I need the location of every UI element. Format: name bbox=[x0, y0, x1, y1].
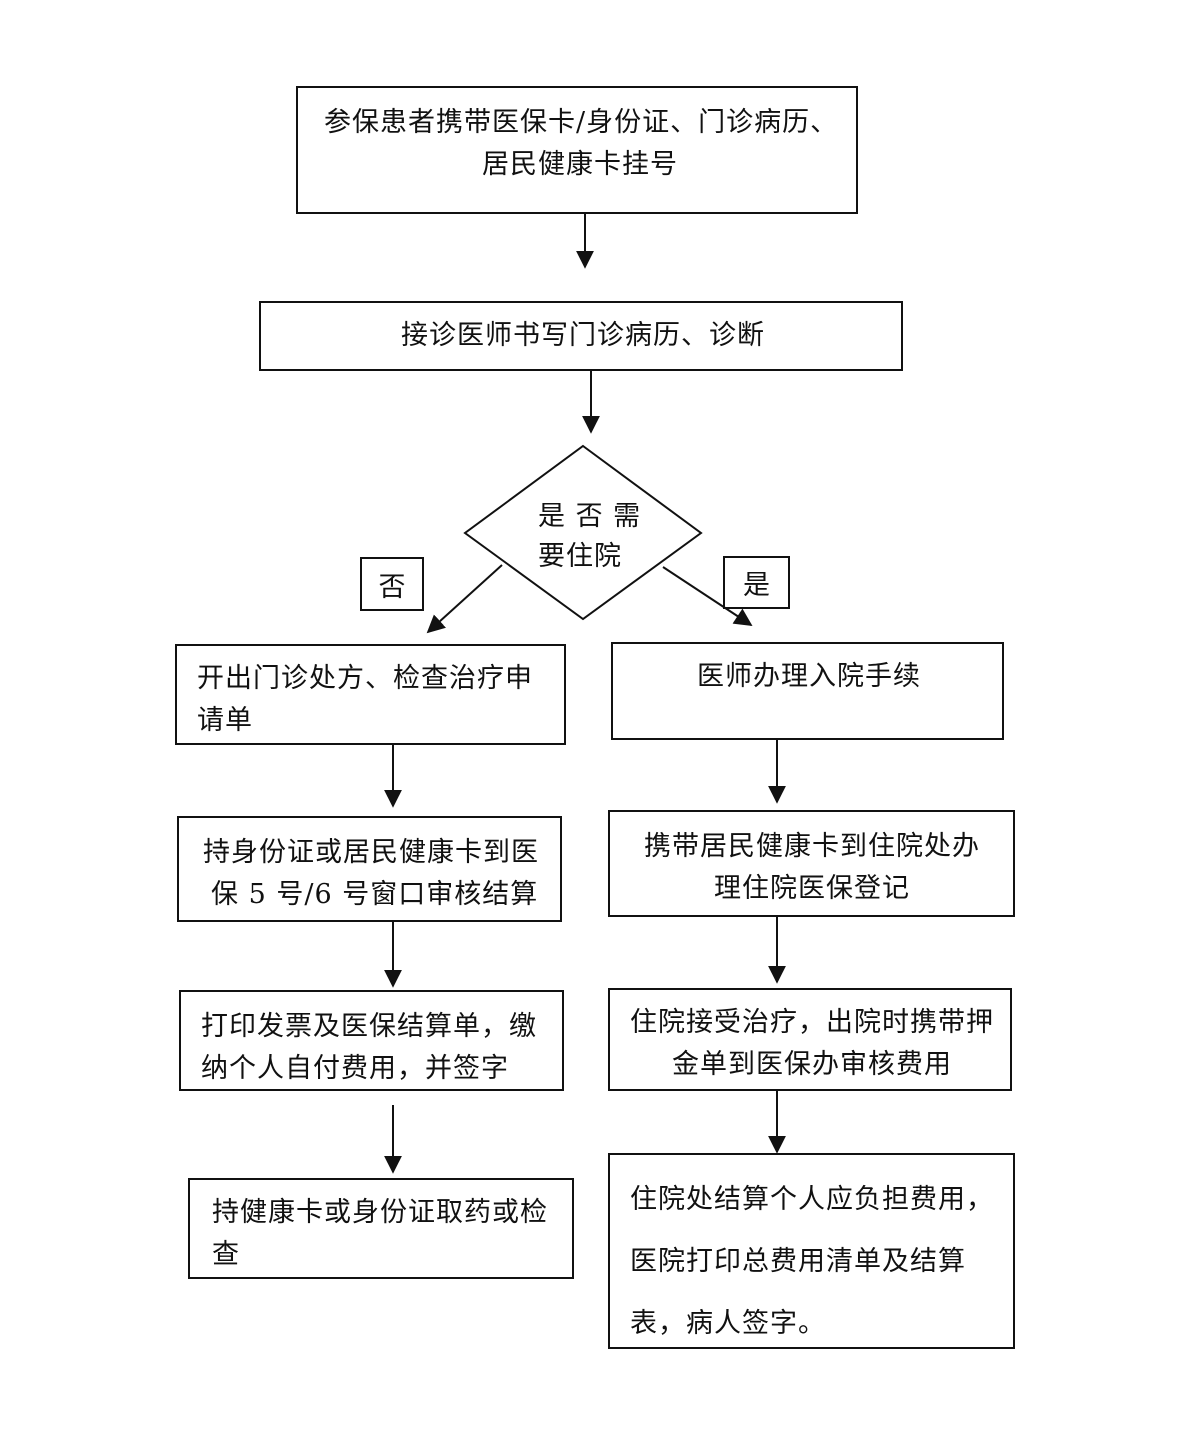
right-final-settlement-line-2: 医院打印总费用清单及结算 bbox=[630, 1246, 966, 1277]
right-insurance-register-line-1: 携带居民健康卡到住院处办 bbox=[644, 831, 980, 862]
right-insurance-register: 携带居民健康卡到住院处办 理住院医保登记 bbox=[608, 810, 1015, 917]
right-admission-line-1: 医师办理入院手续 bbox=[697, 661, 921, 692]
right-final-settlement-line-3: 表，病人签字。 bbox=[630, 1308, 826, 1339]
arrow-decision-no bbox=[426, 564, 503, 634]
left-get-medicine: 持健康卡或身份证取药或检 查 bbox=[188, 1178, 574, 1279]
right-final-settlement: 住院处结算个人应负担费用， 医院打印总费用清单及结算 表，病人签字。 bbox=[608, 1153, 1015, 1349]
right-final-settlement-line-1: 住院处结算个人应负担费用， bbox=[630, 1184, 994, 1215]
decision-diamond bbox=[463, 444, 703, 621]
left-audit-settlement: 持身份证或居民健康卡到医 保 5 号/6 号窗口审核结算 bbox=[177, 816, 562, 922]
right-treatment-audit-line-2: 金单到医保办审核费用 bbox=[672, 1049, 952, 1080]
yes-label: 是 bbox=[723, 556, 790, 609]
decision-text: 是 否 需 要住院 bbox=[538, 497, 641, 577]
left-prescription-line-2: 请单 bbox=[197, 705, 253, 736]
left-prescription-line-1: 开出门诊处方、检查治疗申 bbox=[197, 663, 533, 694]
right-treatment-audit: 住院接受治疗，出院时携带押 金单到医保办审核费用 bbox=[608, 988, 1012, 1091]
no-label: 否 bbox=[360, 557, 424, 611]
decision-text-line-1: 是 否 需 bbox=[538, 501, 642, 532]
decision-text-line-2: 要住院 bbox=[538, 541, 622, 572]
right-insurance-register-line-2: 理住院医保登记 bbox=[714, 873, 910, 904]
left-prescription: 开出门诊处方、检查治疗申 请单 bbox=[175, 644, 566, 745]
step-doctor-diagnosis: 接诊医师书写门诊病历、诊断 bbox=[259, 301, 903, 371]
left-print-invoice: 打印发票及医保结算单，缴 纳个人自付费用，并签字 bbox=[179, 990, 564, 1091]
left-get-medicine-line-2: 查 bbox=[212, 1239, 240, 1270]
step-register: 参保患者携带医保卡/身份证、门诊病历、 居民健康卡挂号 bbox=[296, 86, 858, 214]
right-admission: 医师办理入院手续 bbox=[611, 642, 1004, 740]
left-get-medicine-line-1: 持健康卡或身份证取药或检 bbox=[212, 1197, 548, 1228]
arrow-decision-yes bbox=[662, 566, 753, 626]
left-print-invoice-line-2: 纳个人自付费用，并签字 bbox=[201, 1053, 509, 1084]
right-treatment-audit-line-1: 住院接受治疗，出院时携带押 bbox=[630, 1007, 994, 1038]
step-doctor-diagnosis-line-1: 接诊医师书写门诊病历、诊断 bbox=[401, 320, 765, 351]
left-audit-settlement-line-2: 保 5 号/6 号窗口审核结算 bbox=[211, 879, 539, 910]
step-register-line-2: 居民健康卡挂号 bbox=[482, 149, 678, 180]
left-print-invoice-line-1: 打印发票及医保结算单，缴 bbox=[201, 1011, 537, 1042]
left-audit-settlement-line-1: 持身份证或居民健康卡到医 bbox=[203, 837, 539, 868]
step-register-line-1: 参保患者携带医保卡/身份证、门诊病历、 bbox=[324, 107, 839, 138]
